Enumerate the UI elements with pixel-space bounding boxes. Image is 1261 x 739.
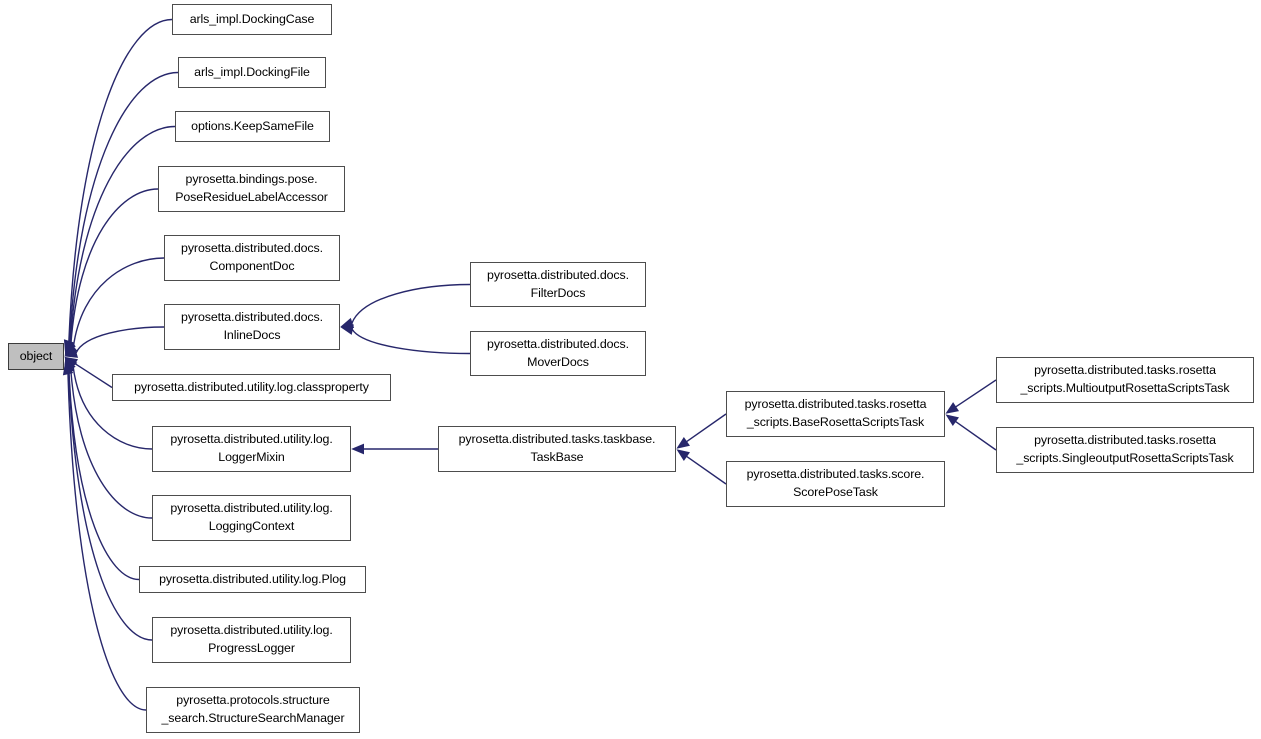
class-node-object[interactable]: object xyxy=(8,343,64,370)
class-node-label: pyrosetta.distributed.tasks.rosetta _scr… xyxy=(1020,363,1230,395)
class-node-docking_file[interactable]: arls_impl.DockingFile xyxy=(178,57,326,88)
class-node-docking_case[interactable]: arls_impl.DockingCase xyxy=(172,4,332,35)
arrowhead-inline_docs-to-object xyxy=(64,347,79,358)
edge-logger_mixin-to-object xyxy=(72,365,153,450)
edge-keep_same_file-to-object xyxy=(69,125,176,344)
class-node-label: pyrosetta.distributed.docs. InlineDocs xyxy=(181,310,323,342)
edge-mover_docs-to-inline_docs xyxy=(351,329,471,355)
class-node-task_base[interactable]: pyrosetta.distributed.tasks.taskbase. Ta… xyxy=(438,426,676,472)
class-node-mover_docs[interactable]: pyrosetta.distributed.docs. MoverDocs xyxy=(470,331,646,376)
edge-filter_docs-to-inline_docs xyxy=(351,283,471,324)
class-node-multioutput_rosetta_scripts_task[interactable]: pyrosetta.distributed.tasks.rosetta _scr… xyxy=(996,357,1254,403)
class-node-label: pyrosetta.distributed.tasks.rosetta _scr… xyxy=(744,397,927,429)
edge-plog-to-object xyxy=(68,371,140,581)
class-node-label: pyrosetta.distributed.utility.log. Loggi… xyxy=(170,501,333,533)
edge-progress_logger-to-object xyxy=(68,371,153,641)
class-node-label: options.KeepSameFile xyxy=(191,118,314,133)
class-node-singleoutput_rosetta_scripts_task[interactable]: pyrosetta.distributed.tasks.rosetta _scr… xyxy=(996,427,1254,473)
class-node-base_rosetta_scripts_task[interactable]: pyrosetta.distributed.tasks.rosetta _scr… xyxy=(726,391,945,437)
class-node-score_pose_task[interactable]: pyrosetta.distributed.tasks.score. Score… xyxy=(726,461,945,507)
edge-structure_search_manager-to-object xyxy=(67,373,147,711)
arrowhead-mover_docs-to-inline_docs xyxy=(340,324,354,335)
class-node-keep_same_file[interactable]: options.KeepSameFile xyxy=(175,111,330,142)
edge-singleoutput_rosetta_scripts_task-to-base_rosetta_scripts_task xyxy=(955,420,997,451)
class-node-inline_docs[interactable]: pyrosetta.distributed.docs. InlineDocs xyxy=(164,304,340,350)
edge-multioutput_rosetta_scripts_task-to-base_rosetta_scripts_task xyxy=(955,379,997,408)
class-node-label: pyrosetta.distributed.utility.log. Progr… xyxy=(170,623,333,655)
class-node-label: pyrosetta.distributed.tasks.rosetta _scr… xyxy=(1016,433,1234,465)
class-node-classproperty[interactable]: pyrosetta.distributed.utility.log.classp… xyxy=(112,374,391,401)
edge-logging_context-to-object xyxy=(70,368,153,519)
class-node-filter_docs[interactable]: pyrosetta.distributed.docs. FilterDocs xyxy=(470,262,646,307)
edge-pose_residue_label_accessor-to-object xyxy=(70,188,159,345)
inheritance-edges xyxy=(62,18,997,711)
class-node-label: pyrosetta.distributed.utility.log.Plog xyxy=(159,571,346,586)
class-node-label: pyrosetta.distributed.docs. ComponentDoc xyxy=(181,241,323,273)
arrowhead-base_rosetta_scripts_task-to-task_base xyxy=(676,436,690,449)
arrowhead-singleoutput_rosetta_scripts_task-to-base_rosetta_scripts_task xyxy=(945,414,959,427)
class-node-label: object xyxy=(19,348,53,363)
arrowhead-score_pose_task-to-task_base xyxy=(676,449,690,462)
class-node-label: pyrosetta.distributed.utility.log. Logge… xyxy=(170,432,333,464)
class-node-label: pyrosetta.distributed.utility.log.classp… xyxy=(134,379,369,394)
edge-classproperty-to-object xyxy=(74,362,113,389)
edge-inline_docs-to-object xyxy=(75,326,165,354)
class-node-label: pyrosetta.distributed.docs. MoverDocs xyxy=(487,336,629,369)
class-node-progress_logger[interactable]: pyrosetta.distributed.utility.log. Progr… xyxy=(152,617,351,663)
class-node-label: arls_impl.DockingFile xyxy=(194,64,310,79)
class-node-plog[interactable]: pyrosetta.distributed.utility.log.Plog xyxy=(139,566,366,593)
class-node-label: pyrosetta.distributed.tasks.score. Score… xyxy=(746,467,925,499)
class-node-label: pyrosetta.bindings.pose. PoseResidueLabe… xyxy=(175,172,328,204)
class-node-label: pyrosetta.distributed.docs. FilterDocs xyxy=(487,267,629,300)
edge-component_doc-to-object xyxy=(72,257,165,348)
edge-docking_case-to-object xyxy=(68,18,173,342)
edge-docking_file-to-object xyxy=(68,71,179,343)
class-node-pose_residue_label_accessor[interactable]: pyrosetta.bindings.pose. PoseResidueLabe… xyxy=(158,166,345,212)
edge-base_rosetta_scripts_task-to-task_base xyxy=(686,413,727,443)
class-node-logger_mixin[interactable]: pyrosetta.distributed.utility.log. Logge… xyxy=(152,426,351,472)
arrowhead-structure_search_manager-to-object xyxy=(62,361,74,376)
class-node-component_doc[interactable]: pyrosetta.distributed.docs. ComponentDoc xyxy=(164,235,340,281)
class-node-label: pyrosetta.protocols.structure _search.St… xyxy=(161,693,345,725)
arrowhead-task_base-to-logger_mixin xyxy=(351,443,364,455)
class-node-structure_search_manager[interactable]: pyrosetta.protocols.structure _search.St… xyxy=(146,687,360,733)
class-node-label: arls_impl.DockingCase xyxy=(189,11,315,26)
arrowhead-multioutput_rosetta_scripts_task-to-base_rosetta_scripts_task xyxy=(945,402,960,414)
class-node-logging_context[interactable]: pyrosetta.distributed.utility.log. Loggi… xyxy=(152,495,351,541)
class-node-label: pyrosetta.distributed.tasks.taskbase. Ta… xyxy=(458,432,656,464)
edge-score_pose_task-to-task_base xyxy=(686,455,727,485)
